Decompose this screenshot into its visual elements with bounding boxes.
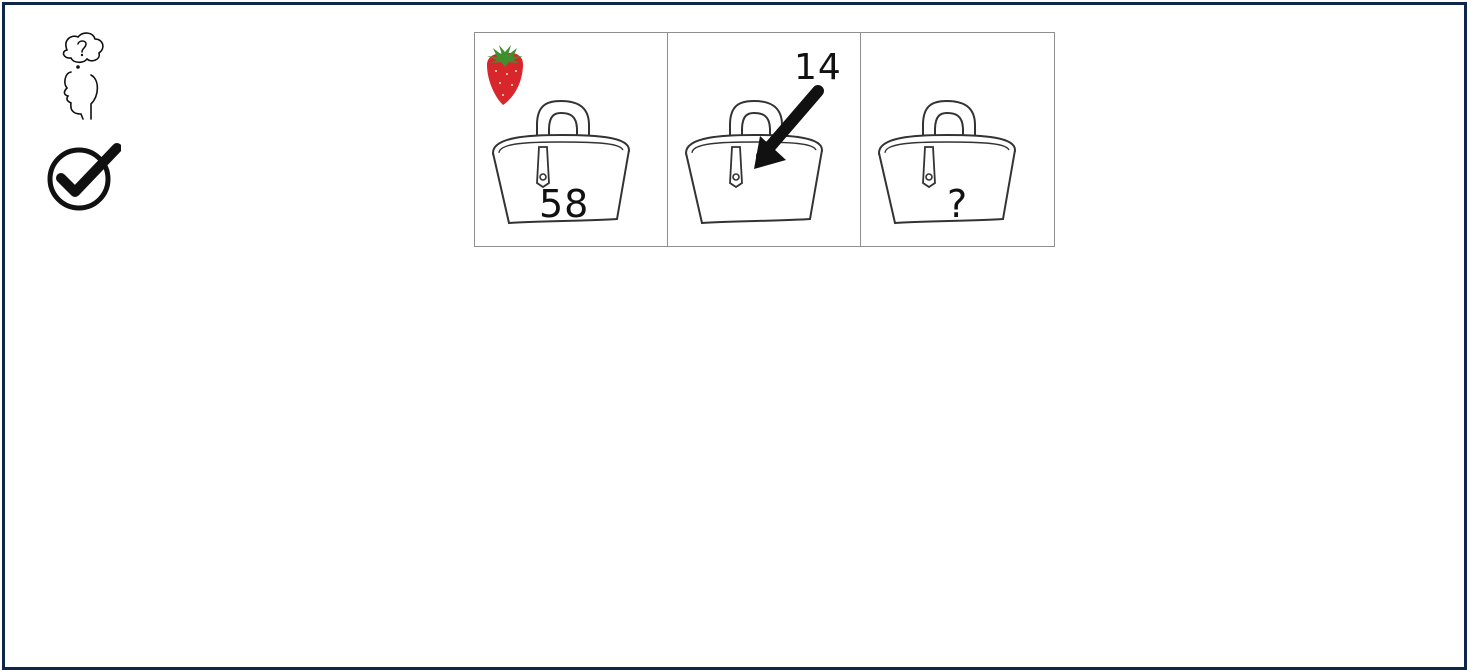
basket-strip: 58 14 <box>474 32 1055 247</box>
panel-added: 14 <box>668 33 861 246</box>
check-circle-icon <box>45 140 121 212</box>
thinking-head-icon <box>53 30 109 120</box>
panel-start: 58 <box>475 33 668 246</box>
added-value-label: 14 <box>794 47 842 88</box>
arrow-icon <box>752 83 832 171</box>
unknown-value-label: ? <box>947 182 968 226</box>
basket-value-label: 58 <box>539 182 589 226</box>
panel-result: ? <box>861 33 1054 246</box>
